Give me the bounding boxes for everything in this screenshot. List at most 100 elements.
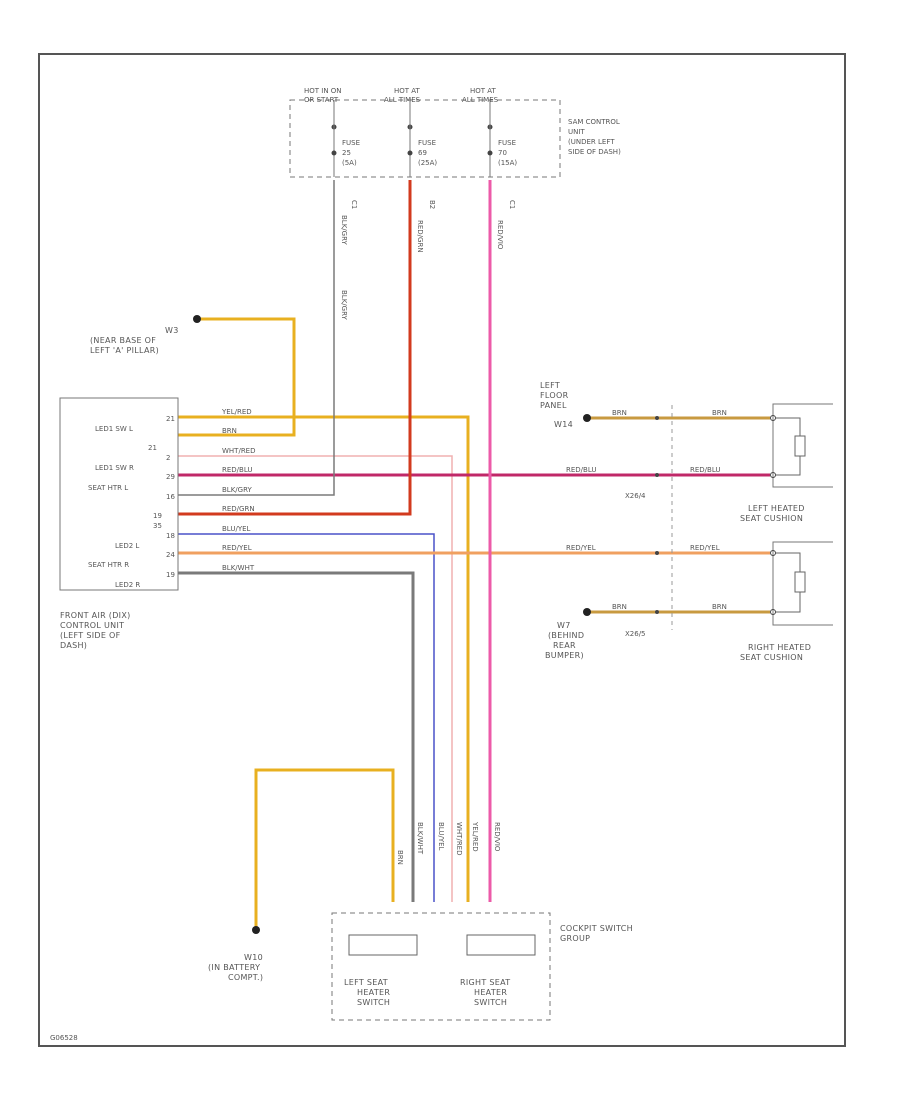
fuse2-num: 69 (418, 149, 427, 157)
rwire-4: RED/YEL (566, 544, 596, 552)
pin-label-seat-htr-l: SEAT HTR L (88, 484, 128, 492)
w7-label-2: (BEHIND (548, 631, 584, 640)
splice-node-c (655, 551, 659, 555)
fuse3-label: FUSE (498, 139, 516, 147)
pin-num-8: 24 (166, 551, 175, 559)
fuse-70-node-b (487, 150, 493, 156)
left-switch-indicator-icon (348, 934, 418, 956)
pin-num-1: 21 (148, 444, 157, 452)
pin-num-0: 21 (166, 415, 175, 423)
ground-w14-icon (583, 414, 591, 422)
wire-blk-wht (178, 571, 415, 902)
fuse3-amp: (15A) (498, 159, 517, 167)
left-cushion-label-2: SEAT CUSHION (740, 514, 803, 523)
right-cushion-lead-b (776, 592, 801, 613)
wire-red-grn (178, 180, 412, 516)
pin-label-seat-htr-r: SEAT HTR R (88, 561, 129, 569)
w3-label-3: LEFT 'A' PILLAR) (90, 346, 159, 355)
left-cushion-lead-a (776, 417, 801, 436)
left-switch-label-2: HEATER (357, 988, 390, 997)
pin-num-5: 19 (153, 512, 162, 520)
w7-label-1: W7 (557, 621, 571, 630)
fuse3-num: 70 (498, 149, 507, 157)
wire-yel-red (178, 415, 470, 902)
right-cushion-box (772, 541, 833, 626)
floor-label-3: PANEL (540, 401, 567, 410)
left-cushion-label-1: LEFT HEATED (748, 504, 805, 513)
left-cushion-lead-b (776, 456, 801, 476)
fuse3-hot-label: HOT AT (470, 87, 497, 95)
w7-label-4: BUMPER) (545, 651, 584, 660)
floor-label-2: FLOOR (540, 391, 569, 400)
wlabel-brn: BRN (222, 427, 237, 435)
pin-label-led1-sw-l: LED1 SW L (95, 425, 133, 433)
right-cushion-pin-b (770, 609, 776, 615)
fuse-69-node-b (407, 150, 413, 156)
w10-label-3: COMPT.) (228, 973, 263, 982)
fuse-25-node-b (331, 150, 337, 156)
bwire-blu-yel: BLU/YEL (437, 822, 445, 851)
wire-brn-w3 (178, 317, 296, 437)
w3-label-2: (NEAR BASE OF (90, 336, 156, 345)
sam-label-3: (UNDER LEFT (568, 138, 615, 146)
wlabel-red-blu: RED/BLU (222, 466, 253, 474)
module-wire-labels: YEL/RED BRN WHT/RED RED/BLU BLK/GRY RED/… (221, 408, 256, 572)
floor-label-1: LEFT (540, 381, 560, 390)
rwire-2: RED/BLU (566, 466, 597, 474)
right-switch-label-3: SWITCH (474, 998, 507, 1007)
pin-num-9: 19 (166, 571, 175, 579)
w7-label-3: REAR (553, 641, 576, 650)
cockpit-switch-group-box (331, 912, 551, 1021)
pin-num-3: 29 (166, 473, 175, 481)
ground-w3-icon (193, 315, 201, 323)
wlabel-blu-yel: BLU/YEL (222, 525, 251, 533)
wlabel-red-yel: RED/YEL (222, 544, 252, 552)
fuse-25 (331, 100, 337, 177)
splice-node-a (655, 416, 659, 420)
module-pin-labels: LED1 SW L LED1 SW R SEAT HTR L LED2 L SE… (88, 425, 140, 589)
wire-wht-red (178, 455, 453, 902)
sam-label-2: UNIT (568, 128, 585, 136)
w10-label-2: (IN BATTERY (208, 963, 260, 972)
bwire-brn: BRN (396, 850, 404, 865)
rwire-1: BRN (712, 409, 727, 417)
left-cushion-resistor-icon (794, 435, 806, 457)
rwire-3: RED/BLU (690, 466, 721, 474)
diagram-id: G06528 (50, 1034, 78, 1042)
left-switch-label-3: SWITCH (357, 998, 390, 1007)
right-switch-label-1: RIGHT SEAT (460, 978, 510, 987)
wlabel-blk-gry: BLK/GRY (222, 486, 252, 494)
floor-label-4: W14 (554, 420, 573, 429)
bwire-red-vio: RED/VIO (493, 822, 501, 852)
wire-blk-gry (178, 180, 335, 496)
outer-frame (38, 53, 846, 1047)
sam-label-1: SAM CONTROL (568, 118, 620, 126)
fuse1-hot-sub: OR START (304, 96, 339, 104)
fuse2-label: FUSE (418, 139, 436, 147)
bwire-blk-wht: BLK/WHT (416, 822, 424, 855)
bwire-wht-red: WHT/RED (455, 822, 463, 856)
right-cushion-label-2: SEAT CUSHION (740, 653, 803, 662)
fuse-69 (407, 100, 413, 177)
fuse-70 (487, 100, 493, 177)
cockpit-label-1: COCKPIT SWITCH (560, 924, 633, 933)
left-cushion-pin-a (770, 415, 776, 421)
fuse1-amp: (5A) (342, 159, 357, 167)
wlabel-red-grn: RED/GRN (222, 505, 255, 513)
right-switch-indicator-icon (466, 934, 536, 956)
right-cushion-label-1: RIGHT HEATED (748, 643, 811, 652)
w3-label-1: W3 (165, 326, 179, 335)
fuse1-num: 25 (342, 149, 351, 157)
wire-brn-w10 (254, 768, 395, 930)
fuse2-hot-label: HOT AT (394, 87, 421, 95)
fuse2-hot-sub: ALL TIMES (384, 96, 421, 104)
rwire-7: BRN (712, 603, 727, 611)
w10-label-1: W10 (244, 953, 263, 962)
fuse3-conn: C1 (508, 200, 516, 209)
front-module-label-2: CONTROL UNIT (60, 621, 124, 630)
bwire-yel-red: YEL/RED (471, 821, 479, 852)
front-module-label-4: DASH) (60, 641, 87, 650)
right-cushion-lead-a (776, 552, 801, 572)
splice-node-d (655, 610, 659, 614)
